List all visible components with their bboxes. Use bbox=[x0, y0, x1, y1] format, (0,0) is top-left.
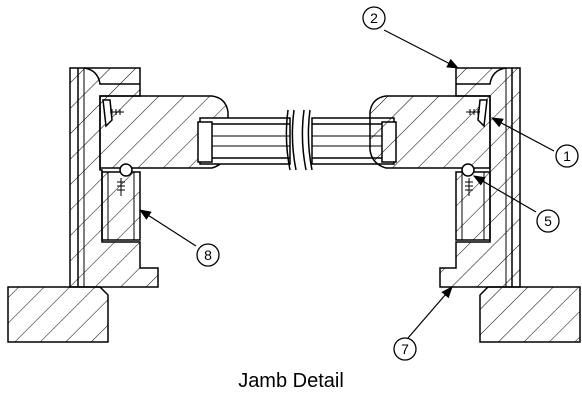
callout-2: 2 bbox=[362, 6, 386, 30]
right-stop-profile bbox=[456, 67, 507, 85]
leader-lines bbox=[138, 29, 555, 339]
left-weatherstrip bbox=[102, 99, 113, 128]
right-casing-lower bbox=[455, 171, 491, 241]
left-jamb-assembly bbox=[7, 67, 229, 343]
callout-5-label: 5 bbox=[544, 213, 552, 229]
callout-8-label: 8 bbox=[204, 247, 212, 263]
leader-8 bbox=[138, 209, 197, 247]
callout-5: 5 bbox=[536, 209, 560, 233]
right-screw-bottom bbox=[465, 178, 473, 196]
right-jamb-assembly bbox=[301, 67, 581, 343]
callout-8: 8 bbox=[196, 243, 220, 267]
leader-1 bbox=[490, 117, 555, 152]
right-screw-top bbox=[466, 109, 480, 115]
callout-2-label: 2 bbox=[370, 10, 378, 26]
left-bulb-seal bbox=[119, 163, 133, 177]
right-weatherstrip bbox=[477, 99, 488, 128]
left-screw-bottom bbox=[117, 178, 125, 196]
left-screw-top bbox=[110, 109, 124, 115]
right-sash bbox=[369, 95, 491, 169]
drawing-caption: Jamb Detail bbox=[238, 370, 344, 392]
left-wall-base bbox=[7, 286, 109, 343]
right-bulb-seal bbox=[461, 163, 475, 177]
left-glazing bbox=[197, 109, 297, 171]
leader-2 bbox=[383, 29, 460, 69]
left-stop-profile bbox=[83, 67, 140, 85]
callout-1-label: 1 bbox=[563, 148, 571, 164]
right-wall-base bbox=[479, 286, 581, 343]
leader-7 bbox=[407, 286, 453, 339]
leader-5 bbox=[472, 175, 537, 213]
callout-7: 7 bbox=[393, 337, 417, 361]
callout-1: 1 bbox=[555, 144, 579, 168]
callout-7-label: 7 bbox=[401, 341, 409, 357]
